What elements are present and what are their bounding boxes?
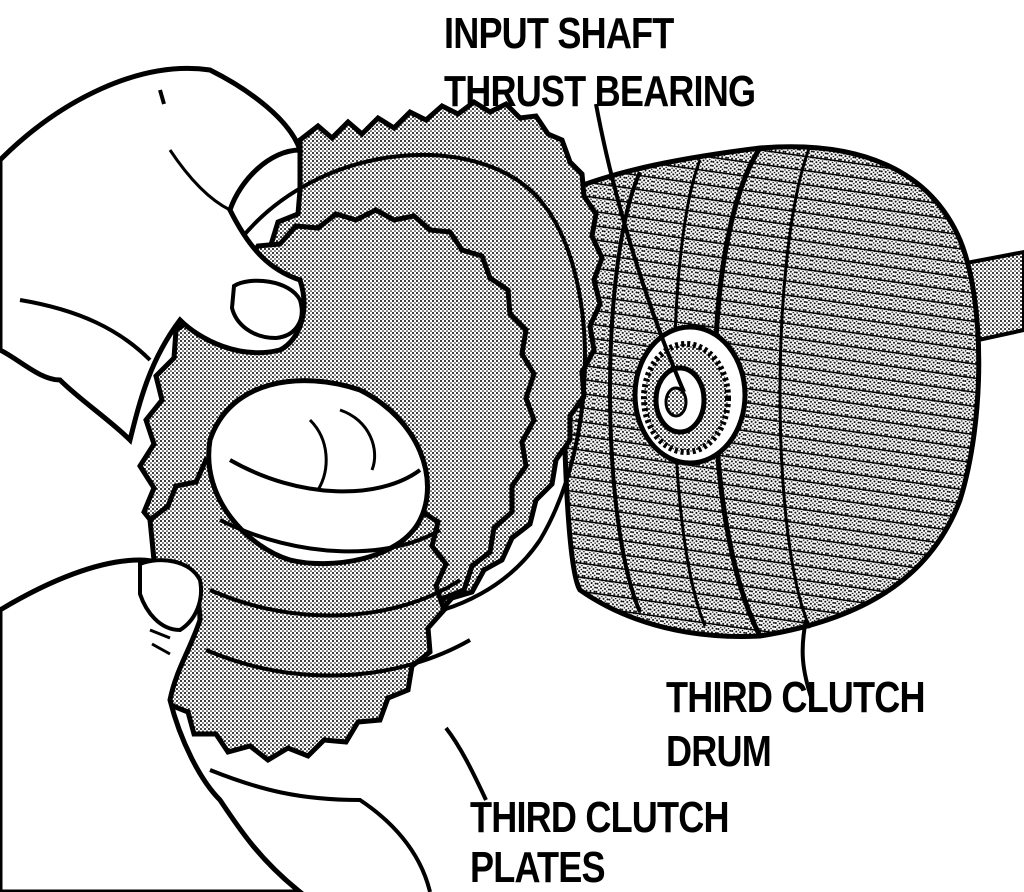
third-clutch-drum-label: THIRD CLUTCH DRUM (666, 673, 926, 776)
label-line: THIRD CLUTCH (470, 793, 730, 842)
label-line: THRUST BEARING (444, 67, 756, 116)
label-line: PLATES (470, 843, 606, 892)
lower-hand (0, 557, 432, 892)
label-line: THIRD CLUTCH (666, 673, 926, 722)
third-clutch-drum (560, 144, 982, 639)
upper-hand (0, 66, 307, 445)
leader-lines (444, 103, 814, 801)
thrust-bearing (632, 324, 748, 466)
label-line: INPUT SHAFT (444, 9, 674, 58)
label-line: DRUM (666, 727, 772, 776)
input-shaft-thrust-bearing-label: INPUT SHAFT THRUST BEARING (444, 9, 756, 116)
third-clutch-plates-label: THIRD CLUTCH PLATES (470, 793, 730, 892)
